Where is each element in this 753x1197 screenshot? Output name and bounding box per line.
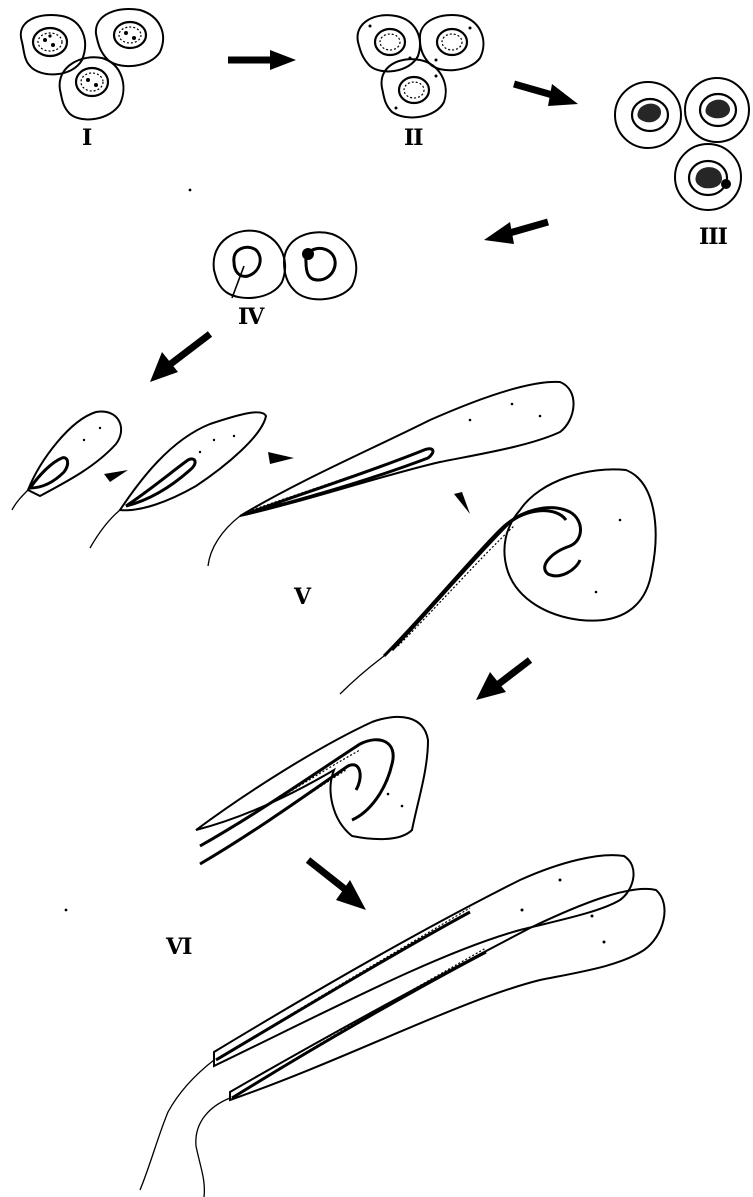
arrow-3 <box>484 222 548 244</box>
cell <box>284 232 356 299</box>
stage-label-1: I <box>82 125 91 151</box>
cell <box>382 59 446 117</box>
arrow-4 <box>150 334 210 382</box>
arrowhead <box>268 452 294 464</box>
arrowhead <box>454 492 470 514</box>
sperm <box>196 717 428 864</box>
spermatid <box>12 411 121 510</box>
stage-label-4: IV <box>238 304 263 330</box>
stage-5-spermatids <box>12 382 656 694</box>
spermatid <box>208 382 574 566</box>
speck <box>189 189 192 192</box>
cell <box>60 57 124 119</box>
cell <box>21 15 85 74</box>
cell <box>675 144 741 210</box>
stage-1-cells <box>21 9 163 119</box>
arrow-1 <box>228 50 296 70</box>
arrowhead <box>104 470 128 482</box>
speck <box>65 909 68 912</box>
spermatid <box>90 412 266 548</box>
stage-2-cells <box>358 15 484 117</box>
stage-label-5: V <box>294 584 310 610</box>
stage-label-6: VI <box>166 934 191 960</box>
stage-6-sperm <box>140 717 665 1197</box>
cell <box>358 15 420 71</box>
spermatid <box>340 469 656 694</box>
arrow-5 <box>476 660 530 700</box>
sperm-pair <box>140 855 665 1197</box>
stage-label-2: II <box>404 125 423 151</box>
cell <box>615 82 681 148</box>
arrow-2 <box>514 84 578 106</box>
stage-3-cells <box>615 78 749 210</box>
cell <box>96 9 163 66</box>
cell <box>420 15 484 70</box>
cell <box>685 78 749 142</box>
arrow-6 <box>308 860 366 910</box>
stage-label-3: III <box>699 224 727 250</box>
stage-4-cells <box>214 231 357 300</box>
cell <box>214 231 285 298</box>
